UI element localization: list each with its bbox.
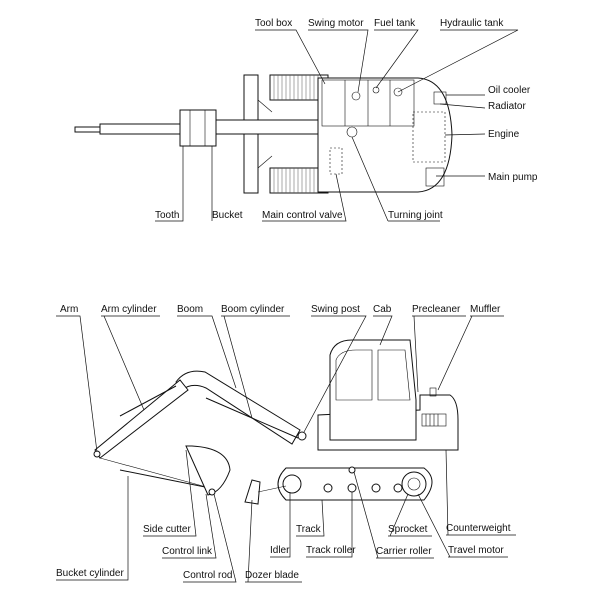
- label-track-roller: Track roller: [306, 545, 356, 556]
- track-hatching: [273, 75, 319, 193]
- label-arm-cylinder: Arm cylinder: [101, 304, 157, 315]
- side-view-drawing: [93, 339, 459, 505]
- label-oil-cooler: Oil cooler: [488, 85, 531, 96]
- side-boom: [175, 370, 301, 445]
- side-bucket-cylinder: [119, 469, 211, 489]
- label-swing-post: Swing post: [311, 304, 360, 315]
- main-pump-outline: [425, 167, 445, 187]
- cab-window-side: [377, 349, 411, 401]
- side-view-labels: Arm Arm cylinder Boom Boom cylinder Swin…: [56, 304, 516, 583]
- label-tooth: Tooth: [155, 210, 179, 221]
- label-cab: Cab: [373, 304, 392, 315]
- label-tool-box: Tool box: [255, 18, 292, 29]
- idler-wheel: [282, 474, 302, 494]
- label-track: Track: [296, 524, 322, 535]
- precleaner-stack: [429, 387, 437, 397]
- label-main-pump: Main pump: [488, 172, 538, 183]
- label-fuel-tank: Fuel tank: [374, 18, 416, 29]
- label-idler: Idler: [270, 545, 290, 556]
- side-cab: [329, 339, 417, 441]
- upper-structure: [317, 77, 453, 193]
- label-arm: Arm: [60, 304, 78, 315]
- swing-post-pin: [297, 431, 307, 441]
- side-bucket: [185, 445, 231, 496]
- label-side-cutter: Side cutter: [143, 524, 191, 535]
- label-travel-motor: Travel motor: [448, 545, 504, 556]
- label-dozer-blade: Dozer blade: [245, 570, 299, 581]
- blade-arms: [257, 99, 273, 169]
- side-arm: [94, 379, 189, 459]
- top-view-drawing: [74, 74, 453, 194]
- label-swing-motor: Swing motor: [308, 18, 364, 29]
- label-main-control-valve: Main control valve: [262, 210, 343, 221]
- label-control-link: Control link: [162, 546, 213, 557]
- label-muffler: Muffler: [470, 304, 501, 315]
- side-track: [277, 467, 433, 501]
- label-boom: Boom: [177, 304, 203, 315]
- label-carrier-roller: Carrier roller: [376, 546, 432, 557]
- top-boom: [215, 119, 319, 135]
- label-control-rod: Control rod: [183, 570, 232, 581]
- sprocket-wheel: [401, 471, 427, 497]
- top-bucket: [179, 109, 217, 147]
- side-arm-cylinder: [119, 385, 177, 417]
- engine-outline: [412, 111, 446, 163]
- label-boom-cylinder: Boom cylinder: [221, 304, 285, 315]
- label-hydraulic-tank: Hydraulic tank: [440, 18, 504, 29]
- label-radiator: Radiator: [488, 101, 526, 112]
- label-turning-joint: Turning joint: [388, 210, 443, 221]
- top-view-labels: Tool box Swing motor Fuel tank Hydraulic…: [155, 18, 538, 222]
- label-bucket-cylinder: Bucket cylinder: [56, 568, 124, 579]
- side-dozer-blade: [244, 479, 261, 505]
- label-precleaner: Precleaner: [412, 304, 461, 315]
- label-counterweight: Counterweight: [446, 523, 511, 534]
- cab-window-front: [335, 349, 373, 401]
- label-engine: Engine: [488, 129, 520, 140]
- label-bucket: Bucket: [212, 210, 243, 221]
- top-tooth: [74, 126, 101, 133]
- label-sprocket: Sprocket: [388, 524, 428, 535]
